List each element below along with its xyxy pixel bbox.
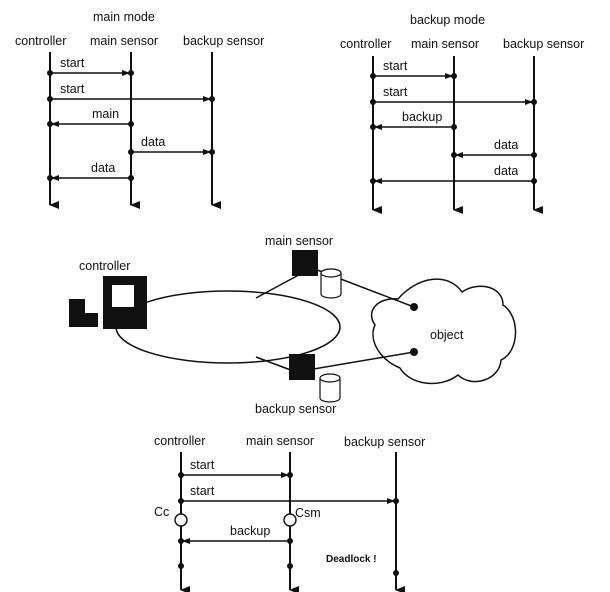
lane-label-controller: controller [15,34,66,48]
computer-icon [69,276,147,329]
main-sensor-label: main sensor [265,234,333,248]
lane-label-controller: controller [154,434,205,448]
object-label: object [430,328,464,342]
backup-sensor-icon [289,354,340,402]
cc-label: Cc [154,505,169,519]
message-label-data-1: data [494,138,518,152]
main-sensor-icon [292,250,341,298]
csm-label: Csm [295,506,321,520]
checkpoint-cc [175,514,187,526]
lane-label-main-sensor: main sensor [90,34,158,48]
message-label-start-2: start [190,484,215,498]
backup-sensor-label: backup sensor [255,402,336,416]
lane-label-backup-sensor: backup sensor [503,37,584,51]
backup-mode-title: backup mode [410,13,485,27]
message-label-start-1: start [383,59,408,73]
lane-label-main-sensor: main sensor [246,434,314,448]
deadlock-label: Deadlock ! [326,554,377,565]
main-mode-sequence: main mode controller main sensor backup … [15,10,264,205]
message-label-data-2: data [91,161,115,175]
deadlock-sequence: controller main sensor backup sensor sta… [154,434,425,590]
message-label-main: main [92,107,119,121]
lane-label-controller: controller [340,37,391,51]
main-mode-title: main mode [93,10,155,24]
message-label-start-1: start [60,56,85,70]
lane-label-main-sensor: main sensor [411,37,479,51]
message-label-start-2: start [60,82,85,96]
lane-label-backup-sensor: backup sensor [183,34,264,48]
controller-label: controller [79,259,130,273]
message-label-start-2: start [383,85,408,99]
backup-mode-sequence: backup mode controller main sensor backu… [340,13,584,210]
message-label-data-2: data [494,164,518,178]
network-topology: controller main sensor backup sensor obj… [69,234,516,416]
message-label-backup: backup [402,110,442,124]
lane-label-backup-sensor: backup sensor [344,435,425,449]
message-label-start-1: start [190,458,215,472]
message-label-backup: backup [230,524,270,538]
network-ellipse [116,291,340,363]
message-label-data-1: data [141,135,165,149]
